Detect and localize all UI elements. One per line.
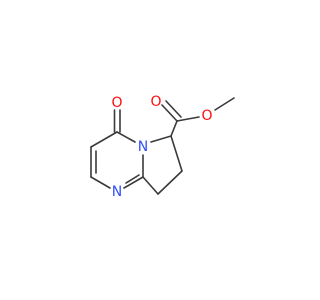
molecule-diagram: O N N O O [90,94,235,200]
atom-n-bridgehead: N [138,139,148,155]
bond-c8-c8a [142,176,159,195]
atom-o-ketone: O [111,95,122,111]
bond-c2-n1 [90,176,111,189]
bond-n5-c6 [150,135,172,143]
bond-c6-c7 [170,135,183,172]
bond-ccarb-o-double-b [165,100,182,118]
structure-svg: O N N O O [90,94,235,200]
atom-o-ester: O [201,108,212,124]
atom-n-ring: N [112,184,122,200]
bond-n1-c8a [123,176,144,189]
bond-n1-c8a-inner [125,174,140,184]
bond-ccarb-o-double-a [161,104,178,122]
atom-o-carbonyl: O [150,94,161,110]
bond-c4-c3 [90,131,118,148]
bond-n5-c4 [116,131,136,143]
bond-c6-ccarb [170,120,178,137]
bond-c7-c8 [157,170,183,195]
bond-ccarb-oester [176,116,200,122]
bond-oester-ch3 [214,97,235,111]
